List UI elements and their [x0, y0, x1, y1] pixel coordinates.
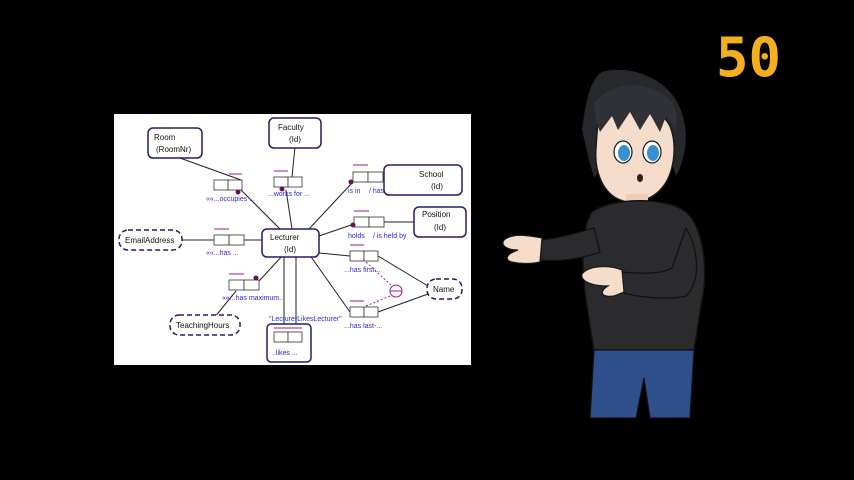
hair-front: [594, 85, 677, 132]
entity-position-name: Position: [422, 210, 450, 219]
mouth: [637, 174, 643, 182]
role-likes: ..likes ...: [272, 350, 298, 357]
line-hasmax-teaching: [213, 290, 237, 319]
value-teaching[interactable]: TeachingHours: [169, 314, 241, 336]
entity-school-name: School: [419, 170, 444, 179]
role-has-school: / has: [369, 188, 385, 195]
right-hand: [581, 265, 625, 297]
role-has-last: ...has last-...: [344, 323, 382, 330]
entity-school-ref: (Id): [431, 182, 443, 191]
entity-faculty-ref: (Id): [289, 135, 301, 144]
left-hand: [502, 234, 543, 265]
fact-has-maximum[interactable]: [228, 273, 260, 291]
entity-lecturer-ref: (Id): [284, 245, 296, 254]
line-lecturer-worksfor: [285, 189, 293, 230]
entity-position-ref: (Id): [434, 223, 446, 232]
diagram-panel: Room (RoomNr) Faculty (Id) School (Id) P…: [114, 114, 471, 365]
entity-lecturer-name: Lecturer: [270, 233, 300, 242]
left-iris: [618, 145, 630, 161]
constraint-marker: [365, 261, 403, 307]
role-boxes: [213, 164, 385, 363]
line-occupies-room: [179, 157, 242, 181]
orm-diagram: Room (RoomNr) Faculty (Id) School (Id) P…: [118, 117, 467, 363]
fact-has-email[interactable]: [213, 228, 245, 246]
constraint-link-2: [365, 295, 391, 307]
line-lecturer-holds: [318, 223, 355, 237]
fact-worksfor[interactable]: [273, 170, 303, 192]
role-labels: ««...occupies ... ...works for ... is in…: [206, 188, 407, 357]
role-has-first: ...has first...: [344, 267, 380, 274]
line-hasfirst-name: [377, 255, 429, 287]
entity-room[interactable]: Room (RoomNr): [147, 127, 203, 159]
mandatory-dot-hasmax: [253, 275, 259, 281]
mandatory-dot-isin: [348, 179, 354, 185]
entity-lecturer[interactable]: Lecturer (Id): [261, 228, 320, 258]
line-haslast-name: [377, 293, 429, 313]
jeans: [589, 349, 695, 419]
counter-value: 50: [716, 26, 781, 89]
entity-school[interactable]: School (Id): [383, 164, 463, 196]
role-holds: holds: [348, 233, 365, 240]
value-email[interactable]: EmailAddress: [118, 229, 183, 251]
line-lecturer-isin: [308, 183, 352, 230]
entity-faculty[interactable]: Faculty (Id): [268, 117, 322, 149]
role-has-email: ««...has ...: [206, 250, 239, 257]
line-worksfor-faculty: [291, 146, 296, 178]
entity-room-ref: (RoomNr): [156, 145, 191, 154]
mandatory-dot-worksfor: [279, 186, 285, 192]
role-has-maximum: ««...has maximum...: [222, 295, 285, 302]
fact-isin[interactable]: [348, 164, 384, 185]
constraint-link-1: [365, 261, 393, 287]
line-lecturer-haslast: [308, 253, 351, 313]
entity-faculty-name: Faculty: [278, 123, 304, 132]
right-sleeve: [619, 226, 698, 299]
value-email-name: EmailAddress: [125, 236, 174, 245]
role-likes-name: "LecturerLikesLecturer": [269, 316, 342, 323]
line-lecturer-hasmax: [258, 253, 285, 282]
fact-occupies[interactable]: [213, 173, 243, 195]
value-teaching-name: TeachingHours: [176, 321, 229, 330]
value-name[interactable]: Name: [426, 278, 463, 300]
mandatory-dot-holds: [350, 222, 356, 228]
counter-display: 50: [716, 26, 781, 89]
fact-holds[interactable]: [350, 210, 385, 228]
fact-has-last[interactable]: [349, 300, 379, 318]
fact-likes[interactable]: [266, 323, 312, 363]
entity-position[interactable]: Position (Id): [413, 206, 467, 238]
role-works-for: ...works for ...: [268, 191, 310, 198]
presenter-avatar: [502, 69, 706, 419]
fact-has-first[interactable]: [349, 244, 379, 262]
left-sleeve: [539, 227, 601, 262]
value-name-name: Name: [433, 285, 455, 294]
right-iris: [647, 145, 659, 161]
role-is-in: is in: [348, 188, 361, 195]
role-is-held-by: / is held by: [373, 233, 407, 240]
role-occupies: ««...occupies ...: [206, 196, 255, 203]
entity-room-name: Room: [154, 133, 176, 142]
mandatory-dot-occupies: [235, 189, 241, 195]
